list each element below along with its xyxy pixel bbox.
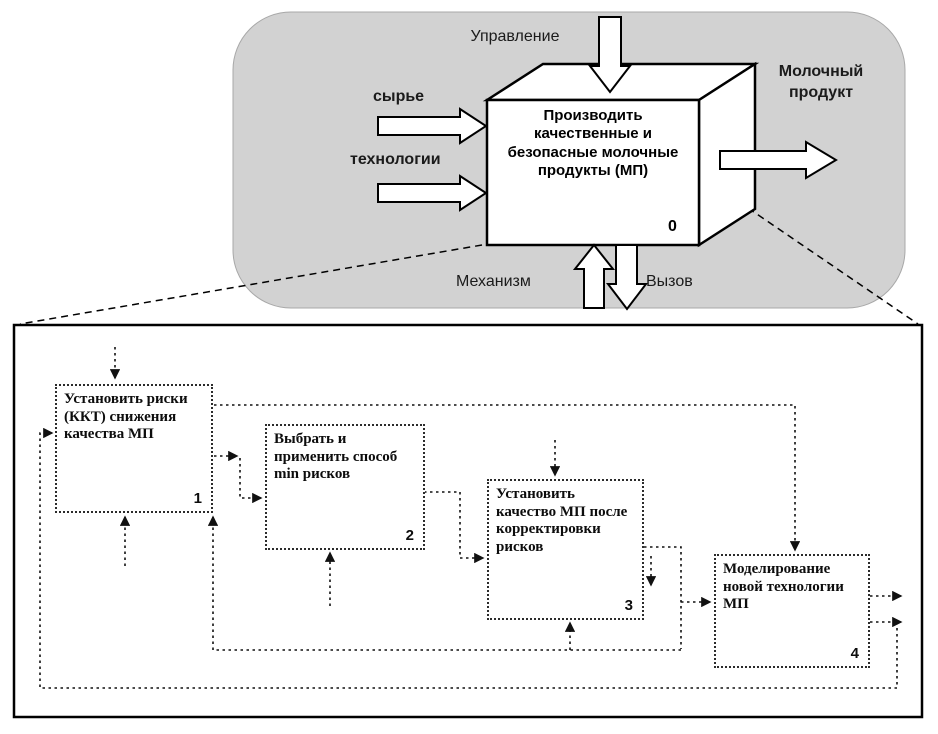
mechanism-arrow (572, 243, 616, 309)
mechanism-label: Механизм (456, 273, 531, 290)
call-arrow (605, 244, 649, 311)
input2-label: технологии (350, 151, 441, 168)
input-arrow-1 (377, 107, 488, 145)
activity-box-3: Установить качество МП после корректиров… (487, 479, 644, 620)
input-arrow-2 (377, 174, 488, 212)
output-arrow (719, 140, 838, 180)
function-box-number: 0 (668, 218, 677, 235)
function-box-text: Производить качественные и безопасные мо… (507, 107, 679, 179)
activity-box-1: Установить риски (ККТ) снижения качества… (55, 384, 213, 513)
activity-box-3-number: 3 (624, 597, 633, 615)
activity-box-4: Моделирование новой технологии МП 4 (714, 554, 870, 668)
context-arrows (377, 16, 838, 311)
control-label: Управление (470, 28, 560, 45)
activity-box-4-number: 4 (850, 645, 859, 663)
input1-label: сырье (373, 88, 425, 105)
activity-box-2: Выбрать и применить способ min рисков 2 (265, 424, 425, 550)
decomposition-dashed-lines (19, 207, 919, 325)
activity-box-1-number: 1 (193, 490, 202, 508)
activity-box-2-text: Выбрать и применить способ min рисков (274, 431, 398, 483)
activity-box-1-text: Установить риски (ККТ) снижения качества… (64, 391, 188, 443)
activity-box-4-text: Моделирование новой технологии МП (723, 561, 844, 613)
activity-box-2-number: 2 (405, 527, 414, 545)
activity-box-3-text: Установить качество МП после корректиров… (496, 486, 628, 556)
connector-lines (39, 347, 903, 689)
control-arrow (587, 16, 633, 94)
call-label: Вызов (646, 273, 693, 290)
output-label: Молочный продукт (778, 63, 864, 101)
cube (482, 61, 760, 248)
